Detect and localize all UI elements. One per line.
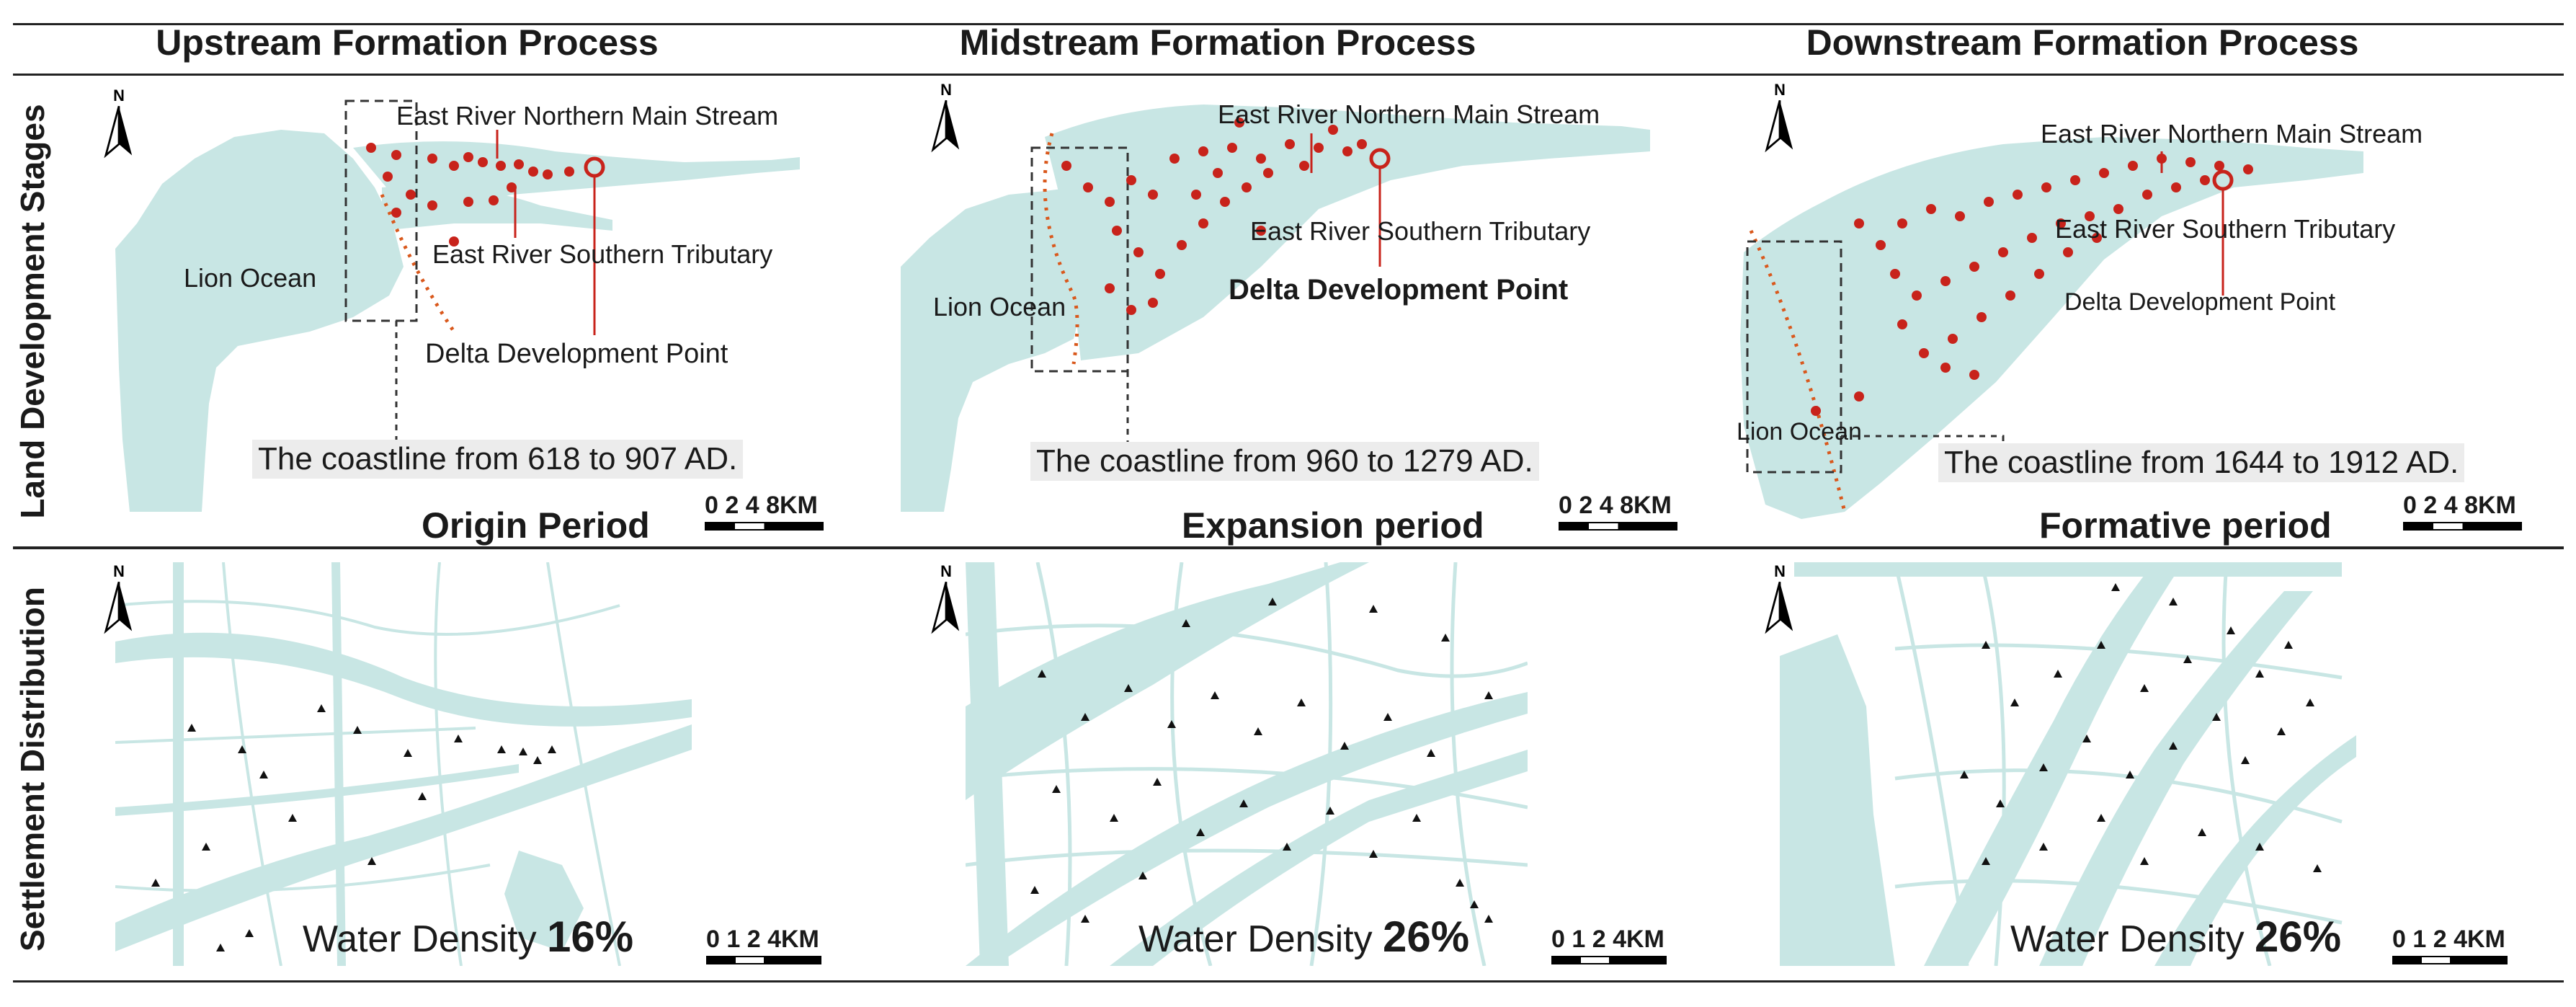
scale-bar-upstream-top: 0 2 4 8KM [705,492,827,532]
label-main-stream-downstream: East River Northern Main Stream [2041,119,2423,148]
north-arrow-icon: N [1765,81,1793,153]
lion-ocean-water [901,187,1084,512]
zoom-box [344,99,418,322]
map-downstream-land: Lion Ocean East River Northern Main Stre… [1715,79,2565,526]
delta-land-mass [1740,137,2363,519]
svg-text:N: N [113,562,125,580]
label-tributary-upstream: East River Southern Tributary [432,239,773,269]
scale-bar-downstream-bottom: 0 1 2 4KM [2392,926,2515,966]
svg-text:N: N [1774,562,1786,580]
map-downstream-settlement: Water Density 26% [1780,562,2356,966]
north-arrow-icon: N [104,562,133,634]
coastline-caption-midstream: The coastline from 960 to 1279 AD. [1030,442,1539,481]
row-label-land-development: Land Development Stages [14,104,51,519]
row-label-settlement: Settlement Distribution [14,586,51,952]
map-midstream-land: Lion Ocean East River Northern Main Stre… [901,79,1693,526]
svg-text:N: N [1774,81,1786,99]
tributary-channel [382,185,612,231]
water-density-upstream: Water Density 16% [303,913,634,961]
coastline-dotted [1043,133,1079,365]
period-title-origin: Origin Period [422,505,650,546]
period-title-formative: Formative period [2039,505,2332,546]
zoom-leader [1841,435,2005,469]
label-tributary-midstream: East River Southern Tributary [1250,216,1591,246]
top-rule [13,23,2564,25]
label-ocean-downstream: Lion Ocean [1737,418,1862,445]
label-tributary-downstream: East River Southern Tributary [2055,214,2396,244]
scale-bar-midstream-top: 0 2 4 8KM [1559,492,1681,532]
svg-text:N: N [940,562,952,580]
water-density-downstream: Water Density 26% [2010,913,2342,961]
zoom-box [1746,240,1842,474]
column-title-downstream: Downstream Formation Process [1806,22,2359,63]
downstream-land-map-svg [1740,137,2363,519]
coastline-caption-downstream: The coastline from 1644 to 1912 AD. [1938,443,2465,482]
upstream-land-map-svg [115,99,800,512]
water-density-midstream: Water Density 26% [1138,913,1470,961]
delta-land-mass [1045,105,1650,360]
bottom-rule [13,980,2564,982]
label-main-stream-upstream: East River Northern Main Stream [396,101,779,130]
map-upstream-settlement: Water Density 16% [115,562,692,966]
middle-rule [13,546,2564,549]
column-title-upstream: Upstream Formation Process [156,22,659,63]
label-main-stream-midstream: East River Northern Main Stream [1218,99,1600,129]
lion-ocean-water [115,130,404,512]
downstream-settlement-svg [1780,562,2356,966]
header-rule [13,74,2564,76]
coastline-dotted [1749,229,1847,513]
coastline-dotted [380,194,456,333]
svg-text:N: N [940,81,952,99]
midstream-settlement-svg [966,562,1528,966]
label-delta-point-midstream: Delta Development Point [1229,274,1569,306]
label-ocean-midstream: Lion Ocean [933,292,1066,321]
north-arrow-icon: N [1765,562,1793,634]
map-midstream-settlement: Water Density 26% [966,562,1528,966]
zoom-box [1030,146,1129,373]
scale-bar-downstream-top: 0 2 4 8KM [2403,492,2526,532]
north-arrow-icon: N [104,86,133,159]
midstream-land-map-svg [901,105,1650,512]
label-delta-point-downstream: Delta Development Point [2064,288,2336,316]
label-ocean-upstream: Lion Ocean [184,263,317,293]
map-upstream-land: Lion Ocean East River Northern Main Stre… [108,79,850,526]
upstream-settlement-svg [115,562,692,966]
coastline-caption-upstream: The coastline from 618 to 907 AD. [252,440,744,479]
column-title-midstream: Midstream Formation Process [959,22,1476,63]
north-arrow-icon: N [931,81,960,153]
label-delta-point-upstream: Delta Development Point [425,339,728,369]
scale-bar-midstream-bottom: 0 1 2 4KM [1551,926,1674,966]
north-arrow-icon: N [931,562,960,634]
svg-text:N: N [113,86,125,105]
period-title-expansion: Expansion period [1182,505,1484,546]
zoom-leader [382,321,398,448]
scale-bar-upstream-bottom: 0 1 2 4KM [706,926,829,966]
